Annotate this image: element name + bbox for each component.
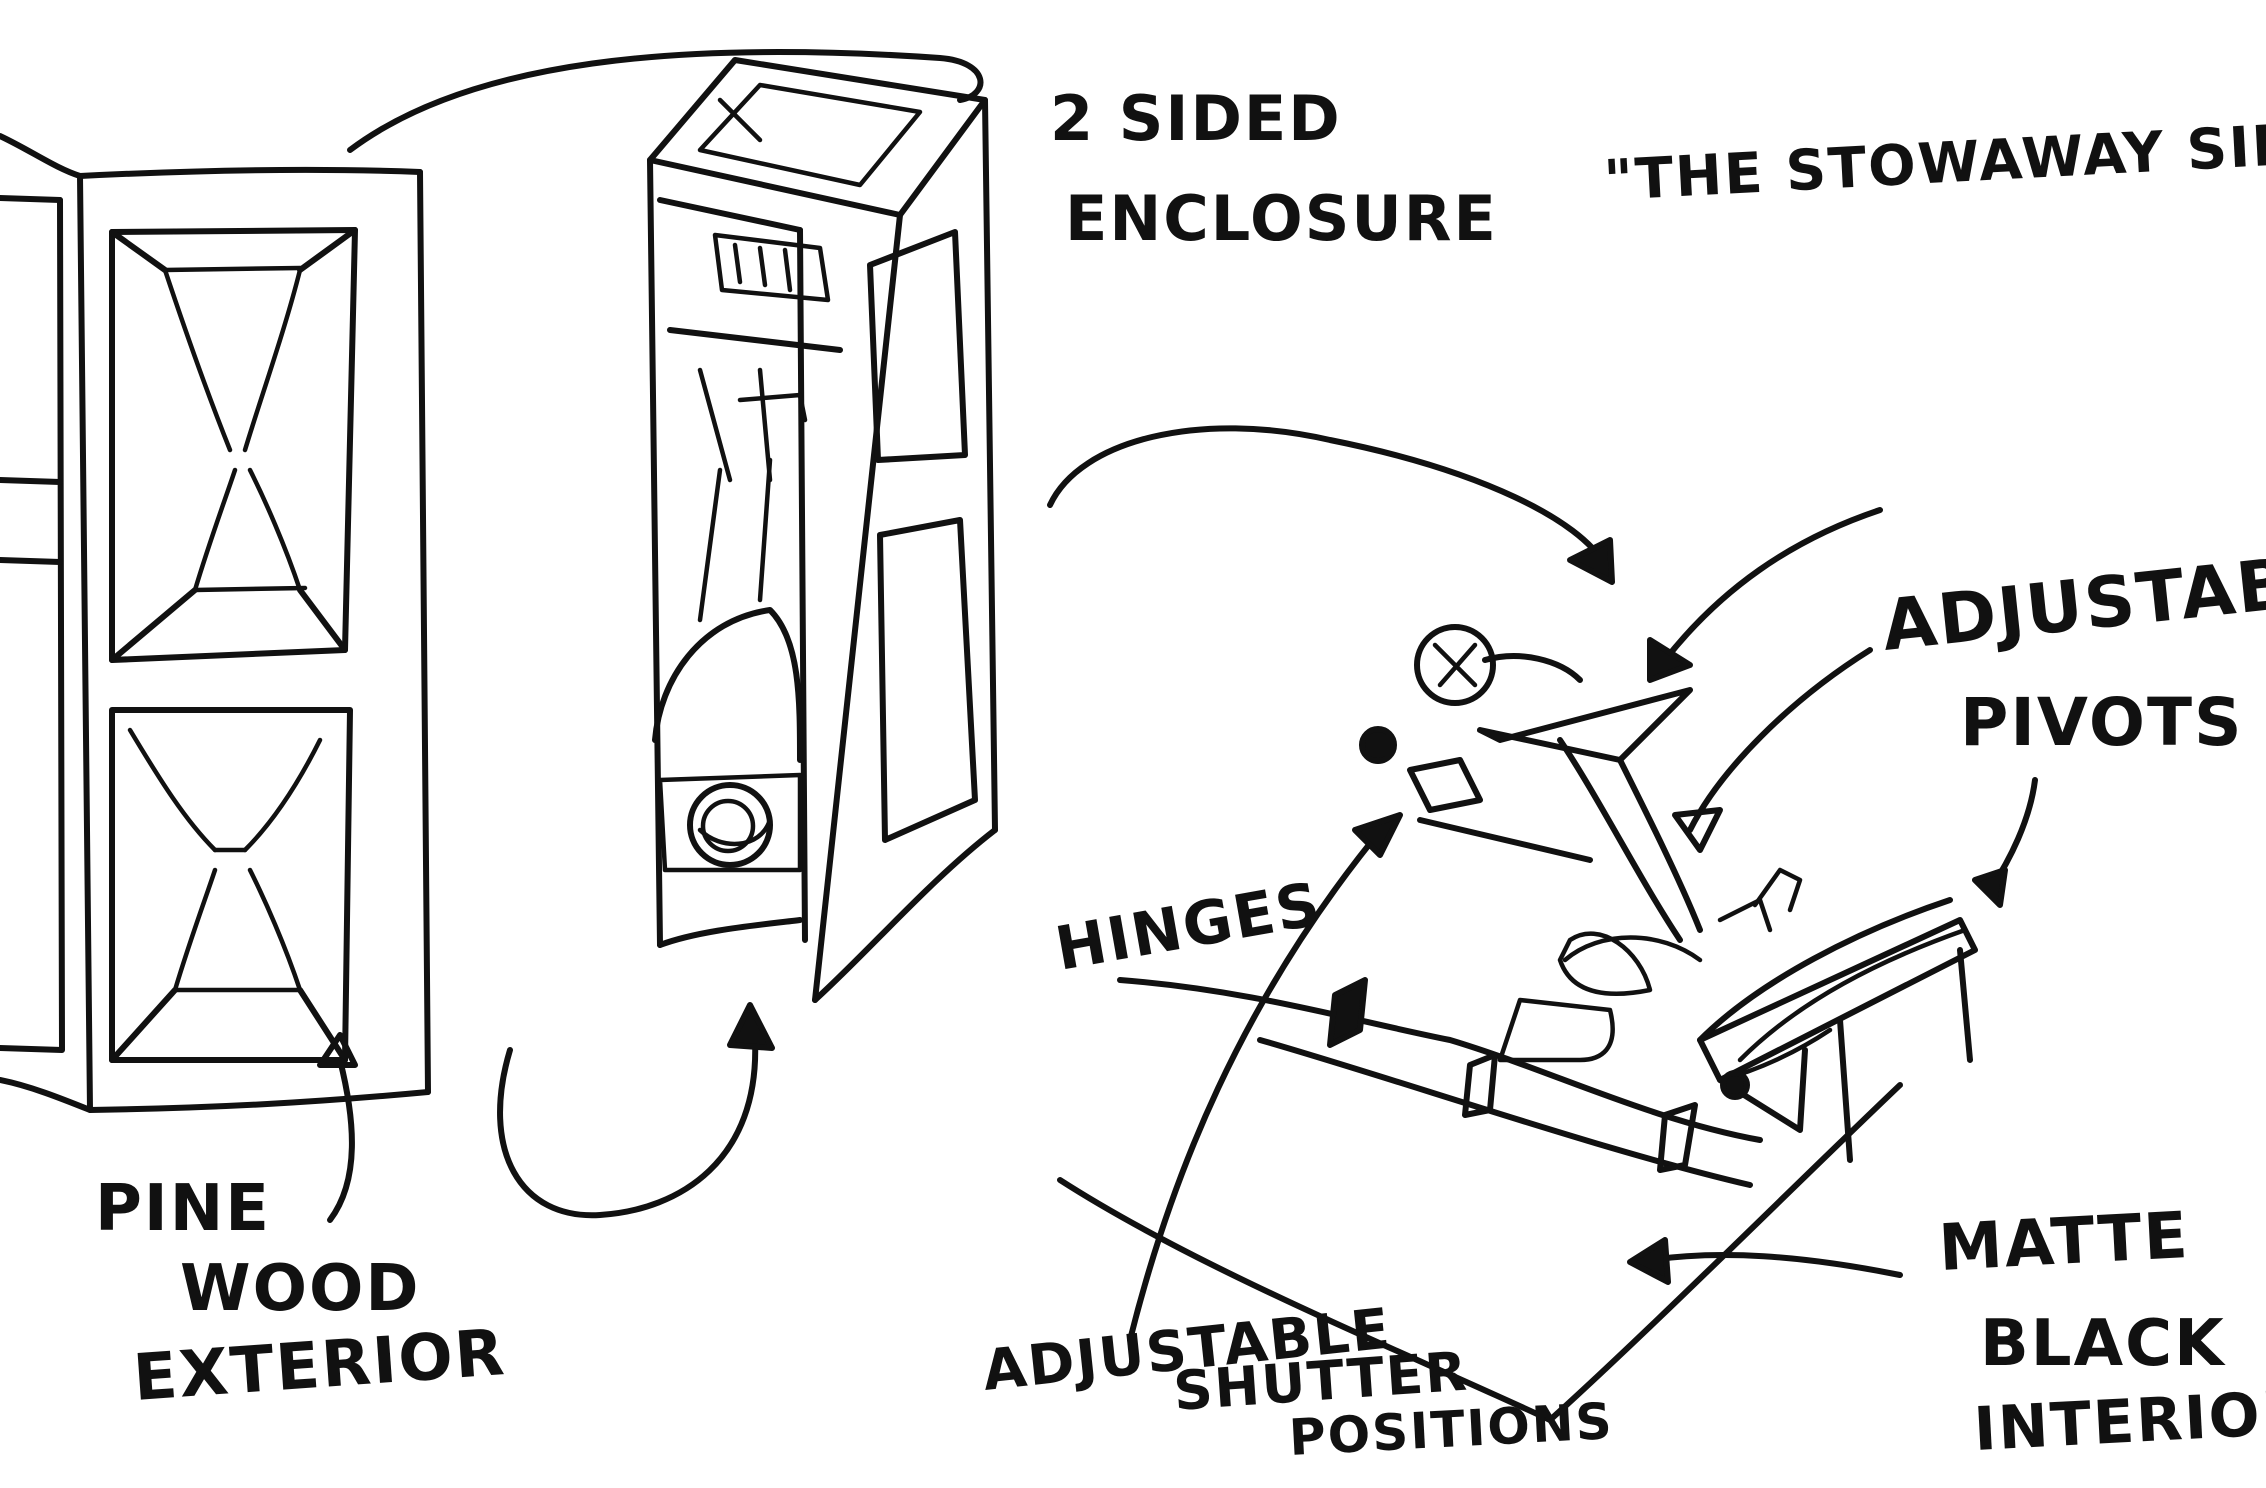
pine-wood-arrow [327,1057,355,1223]
swing-arrow [497,1037,759,1219]
adjustable-pivots-label-line2: PIVOTS [1960,684,2244,761]
enclosure-to-simulator-arrow [1047,425,1608,568]
pivot-arrow-low-head [1972,867,2008,908]
pivot-arrow-mid [1687,647,1873,833]
swing-arrow-head [727,1002,775,1051]
enclosure-to-simulator-arrow-head [1567,537,1615,585]
pine-wood-label-line3: EXTERIOR [131,1316,508,1416]
pivot-arrow-top-head [1647,637,1693,683]
pine-wood-arrow-head [317,1032,358,1068]
matte-black-arrow [1647,1252,1903,1278]
matte-black-label-line3: INTERIOR [1972,1377,2266,1464]
matte-black-arrow-head [1627,1237,1671,1285]
panel-to-enclosure-arrow [347,49,984,153]
title-label: "THE STOWAWAY SIMULATOR" [1602,97,2266,214]
matte-black-label-line1: MATTE [1937,1199,2191,1286]
enclosure-label-line1: 2 SIDED [1050,82,1342,155]
pivot-arrow-top [1662,507,1883,663]
enclosure-label-line2: ENCLOSURE [1065,182,1498,255]
pivot-arrow-mid-head [1672,807,1723,853]
pine-wood-door-panel [0,133,431,1113]
pine-wood-label-line2: WOOD [180,1252,421,1326]
matte-black-label-line2: BLACK [1980,1307,2226,1381]
pine-wood-label-line1: PINE [95,1172,271,1246]
adjustable-pivots-label-line1: ADJUSTABLE [1878,532,2266,667]
two-sided-enclosure [647,57,998,1003]
simulator-rig [1057,624,1978,1423]
